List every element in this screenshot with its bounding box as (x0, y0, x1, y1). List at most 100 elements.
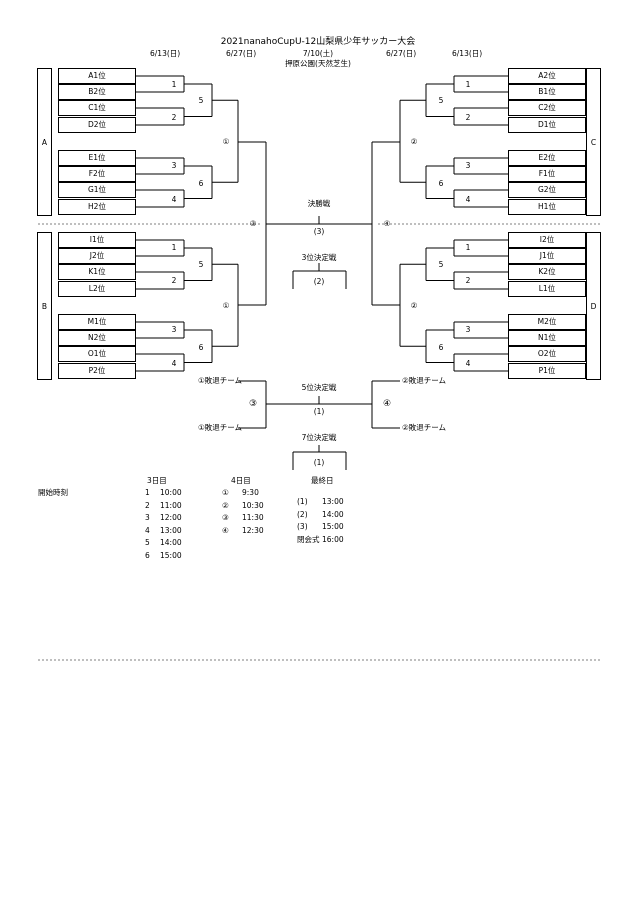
team-box: H2位 (58, 199, 136, 215)
match-label: 4 (171, 195, 177, 204)
team-box: M1位 (58, 314, 136, 330)
schedule-match: (2) (297, 509, 308, 519)
team-box: D1位 (508, 117, 586, 133)
schedule-match: 4 (145, 525, 150, 535)
match-label: 1 (171, 243, 177, 252)
team-box: O1位 (58, 346, 136, 362)
team-box: B1位 (508, 84, 586, 100)
schedule-time: 16:00 (322, 534, 344, 544)
schedule-time: 11:00 (160, 500, 182, 510)
schedule-label: 開始時刻 (38, 488, 68, 497)
final-number: (3) (313, 227, 325, 236)
match-label: 5 (438, 260, 444, 269)
fifth-left-mark: ③ (248, 399, 258, 409)
team-box: C1位 (58, 100, 136, 116)
final-label: 決勝戦 (307, 199, 331, 208)
schedule-day3-header: 3日目 (147, 476, 167, 485)
schedule-final-header: 最終日 (311, 476, 334, 485)
match-label-semi: ① (222, 137, 230, 146)
schedule-time: 12:30 (242, 525, 264, 535)
match-label: 1 (171, 80, 177, 89)
fifth-right-loser-top: ②敗退チーム (402, 376, 446, 385)
schedule-match: ② (222, 500, 229, 510)
match-label: 6 (198, 343, 204, 352)
team-box: N2位 (58, 330, 136, 346)
schedule-time: 10:30 (242, 500, 264, 510)
match-label: 1 (465, 243, 471, 252)
team-box: I2位 (508, 232, 586, 248)
match-label: 2 (171, 113, 177, 122)
match-label: 4 (465, 195, 471, 204)
match-label: 2 (171, 276, 177, 285)
match-label: 3 (171, 161, 177, 170)
fifth-right-mark: ④ (382, 399, 392, 409)
match-label: 3 (171, 325, 177, 334)
match-label: 6 (438, 343, 444, 352)
schedule-match: ③ (222, 513, 229, 522)
group-label-d: D (590, 302, 597, 311)
team-box: F2位 (58, 166, 136, 182)
seventh-place-number: (1) (313, 458, 325, 467)
schedule-time: 9:30 (242, 488, 259, 497)
venue: 押原公園(天然芝生) (285, 59, 351, 68)
page-title: 2021nanahoCupU-12山梨県少年サッカー大会 (220, 37, 416, 47)
team-box: F1位 (508, 166, 586, 182)
group-label-c: C (590, 138, 597, 147)
schedule-time: 13:00 (322, 497, 344, 506)
match-label-qf: ③ (249, 219, 257, 228)
team-box: P2位 (58, 363, 136, 379)
schedule-match: 閉会式 (297, 534, 320, 544)
schedule-time: 15:00 (322, 522, 344, 531)
schedule-time: 13:00 (160, 525, 182, 535)
third-place-number: (2) (313, 277, 325, 286)
schedule-time: 14:00 (322, 509, 344, 519)
fifth-place-label: 5位決定戦 (301, 383, 337, 392)
team-box: K2位 (508, 264, 586, 280)
third-place-label: 3位決定戦 (301, 253, 337, 262)
schedule-match: 3 (145, 513, 150, 522)
team-box: N1位 (508, 330, 586, 346)
fifth-right-loser-bottom: ②敗退チーム (402, 423, 446, 432)
schedule-time: 12:00 (160, 513, 182, 522)
match-label: 4 (171, 359, 177, 368)
date-right-inner: 6/27(日) (386, 49, 417, 58)
date-left-outer: 6/13(日) (150, 49, 181, 58)
team-box: E2位 (508, 150, 586, 166)
match-label: 4 (465, 359, 471, 368)
match-label: 5 (438, 96, 444, 105)
schedule-match: 2 (145, 500, 150, 510)
schedule-day4-header: 4日目 (231, 476, 251, 485)
date-center: 7/10(土) (302, 49, 334, 58)
fifth-left-loser-bottom: ①敗退チーム (198, 423, 242, 432)
team-box: L1位 (508, 281, 586, 297)
schedule-time: 10:00 (160, 488, 182, 497)
fifth-left-loser-top: ①敗退チーム (198, 376, 242, 385)
match-label: 3 (465, 161, 471, 170)
schedule-time: 15:00 (160, 550, 182, 560)
match-label: 1 (465, 80, 471, 89)
schedule-match: ① (222, 488, 229, 497)
team-box: D2位 (58, 117, 136, 133)
team-box: E1位 (58, 150, 136, 166)
match-label-qf: ④ (383, 219, 391, 228)
match-label: 3 (465, 325, 471, 334)
match-label-semi: ② (410, 137, 418, 146)
date-left-inner: 6/27(日) (226, 49, 257, 58)
team-box: A1位 (58, 68, 136, 84)
schedule-match: (3) (297, 522, 308, 531)
schedule-match: ④ (222, 525, 229, 535)
fifth-place-number: (1) (313, 407, 325, 416)
schedule-time: 14:00 (160, 538, 182, 547)
schedule-match: 6 (145, 550, 150, 560)
team-box: H1位 (508, 199, 586, 215)
schedule-match: 5 (145, 538, 150, 547)
team-box: G2位 (508, 182, 586, 198)
team-box: P1位 (508, 363, 586, 379)
schedule-time: 11:30 (242, 513, 264, 522)
group-box-c: C (586, 68, 601, 216)
schedule-match: (1) (297, 497, 308, 506)
team-box: J2位 (58, 248, 136, 264)
group-label-b: B (41, 302, 48, 311)
team-box: G1位 (58, 182, 136, 198)
